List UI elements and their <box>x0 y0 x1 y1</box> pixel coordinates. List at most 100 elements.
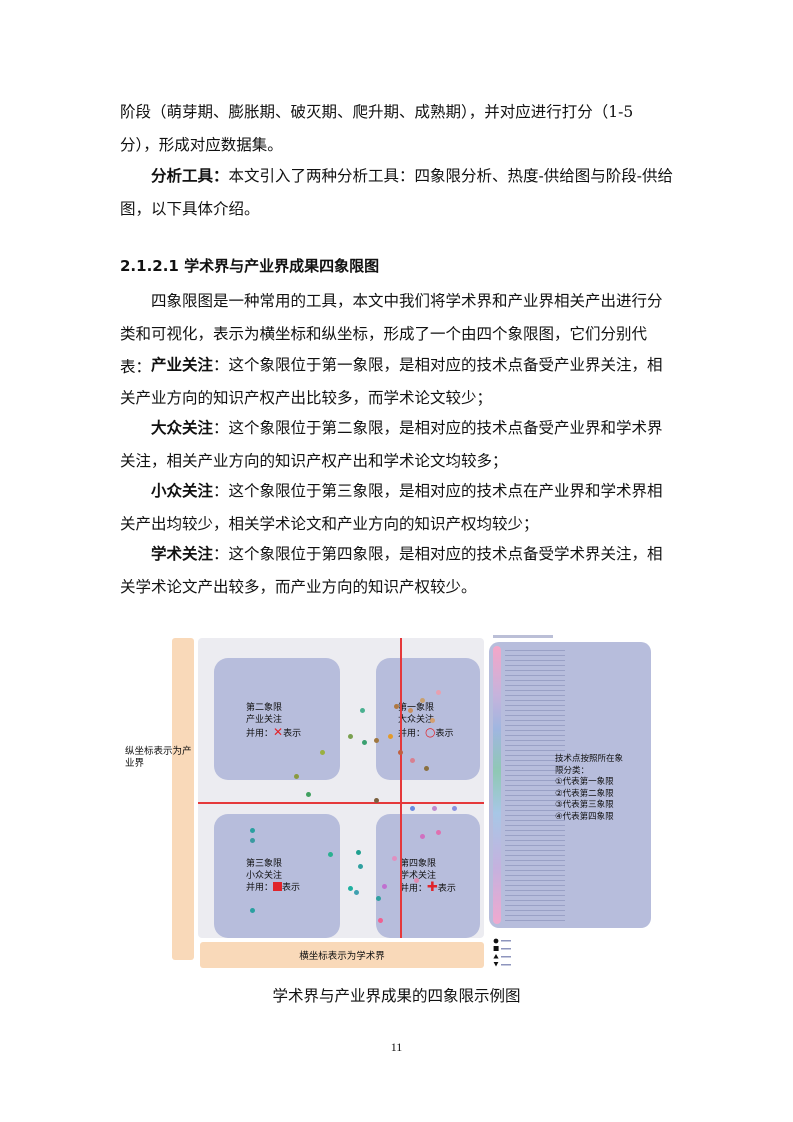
scatter-point <box>424 766 429 771</box>
quadrant-1-type: 大众关注 <box>398 715 435 725</box>
quadrant-1-box: 第一象限 大众关注 并用：○表示 <box>376 658 480 780</box>
vertical-divider <box>400 638 402 938</box>
scatter-point <box>348 734 353 739</box>
quadrant-4-desc: ：这个象限位于第四象限，是相对应的技术点备受学术界关注，相关学术论文产出较多，而… <box>120 545 663 596</box>
quadrant-1-term: 产业关注 <box>151 355 214 374</box>
x-axis-label: 横坐标表示为学术界 <box>299 951 385 962</box>
scatter-point <box>410 758 415 763</box>
scatter-point <box>358 864 363 869</box>
quadrant-2-use-text: 并用： <box>246 729 274 739</box>
x-axis-bar: 横坐标表示为学术界 <box>200 942 484 968</box>
legend-line: ①代表第一象限 <box>555 777 614 787</box>
scatter-point <box>294 774 299 779</box>
scatter-point <box>320 750 325 755</box>
paragraph-stage-scoring: 阶段（萌芽期、膨胀期、破灭期、爬升期、成熟期），并对应进行打分（1-5 分），形… <box>120 103 634 154</box>
quadrant-2-label: 第二象限 产业关注 并用：✕表示 <box>246 702 301 740</box>
quadrant-2-term: 大众关注 <box>151 418 214 437</box>
quadrant-2-type: 产业关注 <box>246 715 283 725</box>
scatter-point <box>420 698 425 703</box>
quadrant-1-use-text: 并用： <box>398 729 426 739</box>
legend-line: 限分类： <box>555 765 590 776</box>
scatter-point <box>348 886 353 891</box>
scatter-point <box>436 690 441 695</box>
quadrant-1-marker-line: 并用：○表示 <box>398 726 454 740</box>
quadrant-3-box: 第三象限 小众关注 并用：表示 <box>214 814 340 938</box>
y-axis-bar <box>172 638 194 960</box>
quadrant-1-title: 第一象限 <box>398 703 435 713</box>
scatter-point <box>378 918 383 923</box>
quadrant-2-desc: ：这个象限位于第二象限，是相对应的技术点备受产业界和学术界关注，相关产业方向的知… <box>120 419 663 470</box>
paragraph-quadrant-3: 小众关注：这个象限位于第三象限，是相对应的技术点在产业界和学术界相关产出均较少，… <box>120 474 676 541</box>
quadrant-3-use-text: 并用： <box>246 883 274 893</box>
quadrant-3-marker-line: 并用：表示 <box>246 882 300 894</box>
y-axis-label: 纵坐标表示为产业界 <box>125 746 192 769</box>
legend-description: 技术点按照所在象 限分类： ①代表第一象限 ②代表第二象限 ③代表第三象限 ④代… <box>555 754 623 823</box>
scatter-point <box>392 856 397 861</box>
scatter-point <box>382 884 387 889</box>
legend-line: ③代表第三象限 <box>555 800 614 810</box>
quadrant-1-label: 第一象限 大众关注 并用：○表示 <box>398 702 454 740</box>
quadrant-4-use-text: 并用： <box>400 884 428 894</box>
paragraph-analysis-tools: 分析工具：本文引入了两种分析工具：四象限分析、热度-供给图与阶段-供给图，以下具… <box>120 159 676 226</box>
quadrant-4-title: 第四象限 <box>400 859 437 869</box>
paragraph-quadrant-4: 学术关注：这个象限位于第四象限，是相对应的技术点备受学术界关注，相关学术论文产出… <box>120 537 676 604</box>
quadrant-4-label: 第四象限 学术关注 并用：✚表示 <box>400 858 456 895</box>
scatter-point <box>250 828 255 833</box>
scatter-point <box>420 834 425 839</box>
quadrant-2-title: 第二象限 <box>246 703 283 713</box>
legend-line: 技术点按照所在象 <box>555 754 624 764</box>
scatter-point <box>430 718 435 723</box>
page-number: 11 <box>390 1040 403 1054</box>
paragraph-quadrant-1: 产业关注：这个象限位于第一象限，是相对应的技术点备受产业界关注，相关产业方向的知… <box>120 348 676 415</box>
quadrant-4-type: 学术关注 <box>400 871 437 881</box>
paragraph-quadrant-intro: 四象限图是一种常用的工具，本文中我们将学术界和产业界相关产出进行分类和可视化，表… <box>120 292 663 376</box>
quadrant-4-suffix: 表示 <box>437 884 456 894</box>
scatter-point <box>410 806 415 811</box>
legend-entries <box>505 648 565 922</box>
quadrant-figure: 纵坐标表示为产业界 第二象限 产业关注 并用：✕表示 第一象限 大众关注 并用：… <box>125 632 655 974</box>
circle-marker-icon: ○ <box>425 725 436 739</box>
square-marker-icon <box>273 882 283 891</box>
quadrant-2-marker-line: 并用：✕表示 <box>246 726 301 740</box>
quadrant-2-suffix: 表示 <box>283 729 302 739</box>
quadrant-3-label: 第三象限 小众关注 并用：表示 <box>246 858 300 894</box>
quadrant-3-term: 小众关注 <box>151 481 214 500</box>
scatter-point <box>436 830 441 835</box>
quadrant-3-type: 小众关注 <box>246 871 283 881</box>
figure-caption: 学术界与产业界成果的四象限示例图 <box>272 987 521 1005</box>
quadrant-4-term: 学术关注 <box>151 544 214 563</box>
scatter-point <box>362 740 367 745</box>
scatter-point <box>306 792 311 797</box>
scatter-point <box>250 908 255 913</box>
scatter-point <box>328 852 333 857</box>
scatter-point <box>452 806 457 811</box>
scatter-point <box>408 708 413 713</box>
quadrant-3-desc: ：这个象限位于第三象限，是相对应的技术点在产业界和学术界相关产出均较少，相关学术… <box>120 482 663 533</box>
x-marker-icon: ✕ <box>273 725 284 739</box>
scatter-point <box>388 734 393 739</box>
legend-header-bar <box>493 635 553 638</box>
analysis-tools-label: 分析工具： <box>151 166 229 185</box>
legend-line: ④代表第四象限 <box>555 811 614 822</box>
legend-color-swatches <box>493 646 501 924</box>
quadrant-1-suffix: 表示 <box>435 729 454 739</box>
scatter-point <box>374 798 379 803</box>
section-heading: 2.1.2.1 学术界与产业界成果四象限图 <box>120 257 380 275</box>
quadrant-3-title: 第三象限 <box>246 859 283 869</box>
legend-line: ②代表第二象限 <box>555 788 614 799</box>
quadrant-2-box: 第二象限 产业关注 并用：✕表示 <box>214 658 340 780</box>
scatter-point <box>376 896 381 901</box>
shape-legend <box>493 938 511 967</box>
quadrant-4-box: 第四象限 学术关注 并用：✚表示 <box>376 814 480 938</box>
scatter-point <box>432 806 437 811</box>
quadrant-1-desc: ：这个象限位于第一象限，是相对应的技术点备受产业界关注，相关产业方向的知识产权产… <box>120 356 663 407</box>
scatter-point <box>356 850 361 855</box>
scatter-point <box>394 704 399 709</box>
quadrant-4-marker-line: 并用：✚表示 <box>400 881 456 895</box>
paragraph-quadrant-2: 大众关注：这个象限位于第二象限，是相对应的技术点备受产业界和学术界关注，相关产业… <box>120 411 676 478</box>
scatter-point <box>374 738 379 743</box>
scatter-point <box>354 890 359 895</box>
quadrant-plot: 第二象限 产业关注 并用：✕表示 第一象限 大众关注 并用：○表示 第三象限 小… <box>198 638 484 938</box>
scatter-point <box>414 878 419 883</box>
horizontal-divider <box>198 802 484 804</box>
